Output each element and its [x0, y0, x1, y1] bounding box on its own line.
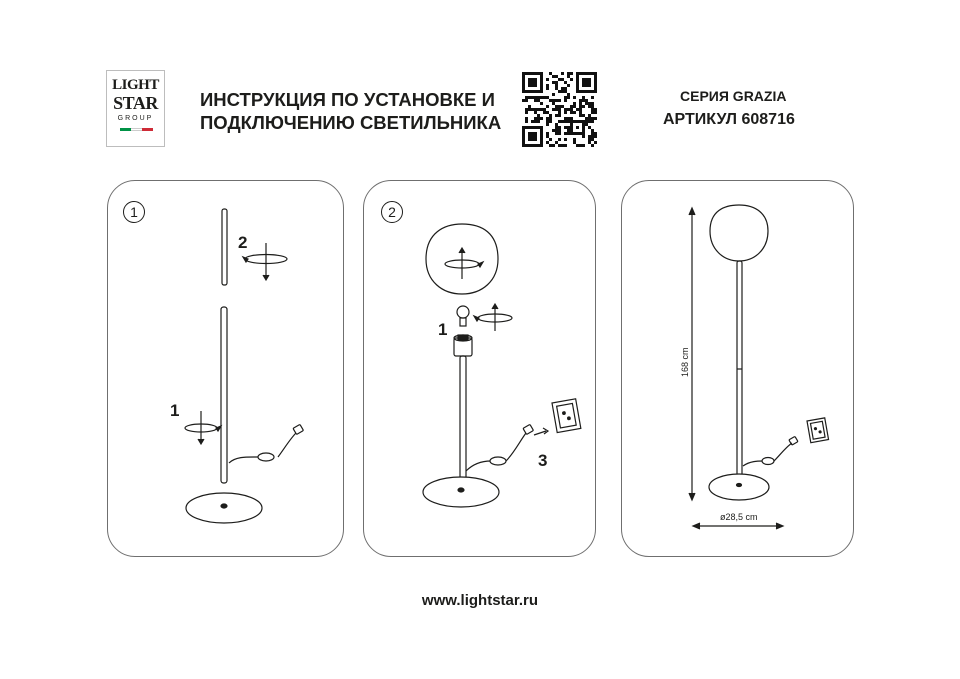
inline-switch-icon [761, 456, 775, 466]
rotate-arrow-icon [444, 246, 485, 279]
instruction-title: ИНСТРУКЦИЯ ПО УСТАНОВКЕ И ПОДКЛЮЧЕНИЮ СВ… [200, 88, 501, 134]
diameter-dimension-label: ø28,5 cm [720, 512, 758, 522]
article-number: АРТИКУЛ 608716 [663, 111, 795, 128]
step-2-label-3: 3 [538, 451, 548, 470]
rotate-arrow-icon [184, 411, 223, 446]
glass-shade-icon [709, 204, 769, 262]
plug-icon [522, 424, 534, 435]
website-link[interactable]: www.lightstar.ru [421, 592, 539, 609]
upper-tube-icon [221, 208, 228, 286]
step-2-label-1: 1 [438, 320, 448, 339]
plug-icon [292, 424, 304, 435]
step-1-label-1: 1 [170, 401, 180, 420]
rotate-arrow-icon [241, 243, 288, 282]
rotate-arrow-icon [472, 302, 513, 331]
series-label: СЕРИЯ GRAZIA [680, 88, 787, 104]
step-1-badge: 1 [123, 201, 145, 223]
inline-switch-icon [489, 456, 507, 466]
power-cable-icon [465, 432, 527, 472]
logo-text-light: LIGHT [112, 77, 159, 93]
lamp-parts-drawing [184, 208, 304, 524]
step-2-panel: 2 2 1 3 [363, 180, 596, 557]
step-1-panel: 1 2 1 [107, 180, 344, 557]
arrow-to-socket-icon [533, 427, 550, 436]
dimensions-panel: 168 cm ø28,5 cm [621, 180, 854, 557]
lower-tube-icon [220, 306, 228, 484]
logo-text-group: GROUP [117, 115, 154, 122]
plug-icon [788, 436, 799, 446]
power-cable-icon [228, 432, 297, 464]
flag-green [120, 128, 131, 131]
step-2-badge: 2 [381, 201, 403, 223]
title-line-2: ПОДКЛЮЧЕНИЮ СВЕТИЛЬНИКА [200, 112, 502, 133]
inline-switch-icon [257, 452, 275, 462]
lamp-rod-icon [459, 355, 467, 490]
lamp-dimensions-drawing [688, 204, 830, 530]
title-line-1: ИНСТРУКЦИЯ ПО УСТАНОВКЕ И [200, 89, 495, 110]
italian-flag-stripe [120, 128, 153, 131]
flag-red [142, 128, 153, 131]
wall-outlet-icon [551, 398, 582, 434]
flag-white [131, 128, 142, 131]
step-1-label-2: 2 [238, 233, 248, 252]
wall-outlet-icon [806, 417, 830, 444]
light-bulb-icon [456, 305, 470, 327]
qr-code-icon[interactable] [522, 72, 597, 147]
logo-text-star: STAR [113, 93, 158, 113]
lamp-assembly-drawing [422, 223, 582, 508]
lightstar-logo: LIGHT STAR GROUP [106, 70, 165, 147]
